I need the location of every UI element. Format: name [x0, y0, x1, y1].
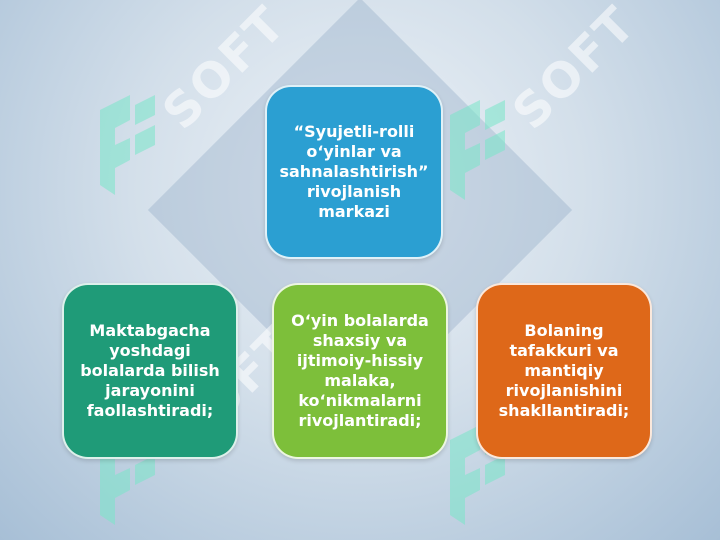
benefit-box-logical-thinking: Bolaning tafakkuri va mantiqiy rivojlani…	[476, 283, 652, 459]
center-topic-text: “Syujetli-rolli o‘yinlar va sahnalashtir…	[279, 122, 429, 221]
benefit-text-logical-thinking: Bolaning tafakkuri va mantiqiy rivojlani…	[498, 321, 630, 420]
benefit-text-social-emotional: O‘yin bolalarda shaxsiy va ijtimoiy-hiss…	[291, 311, 429, 430]
soft-logo-icon	[100, 95, 155, 195]
watermark-text: SOFT	[502, 0, 647, 141]
benefit-box-cognitive: Maktabgacha yoshdagi bolalarda bilish ja…	[62, 283, 238, 459]
benefit-box-social-emotional: O‘yin bolalarda shaxsiy va ijtimoiy-hiss…	[272, 283, 448, 459]
benefit-text-cognitive: Maktabgacha yoshdagi bolalarda bilish ja…	[80, 321, 220, 420]
center-topic-box: “Syujetli-rolli o‘yinlar va sahnalashtir…	[265, 85, 443, 259]
